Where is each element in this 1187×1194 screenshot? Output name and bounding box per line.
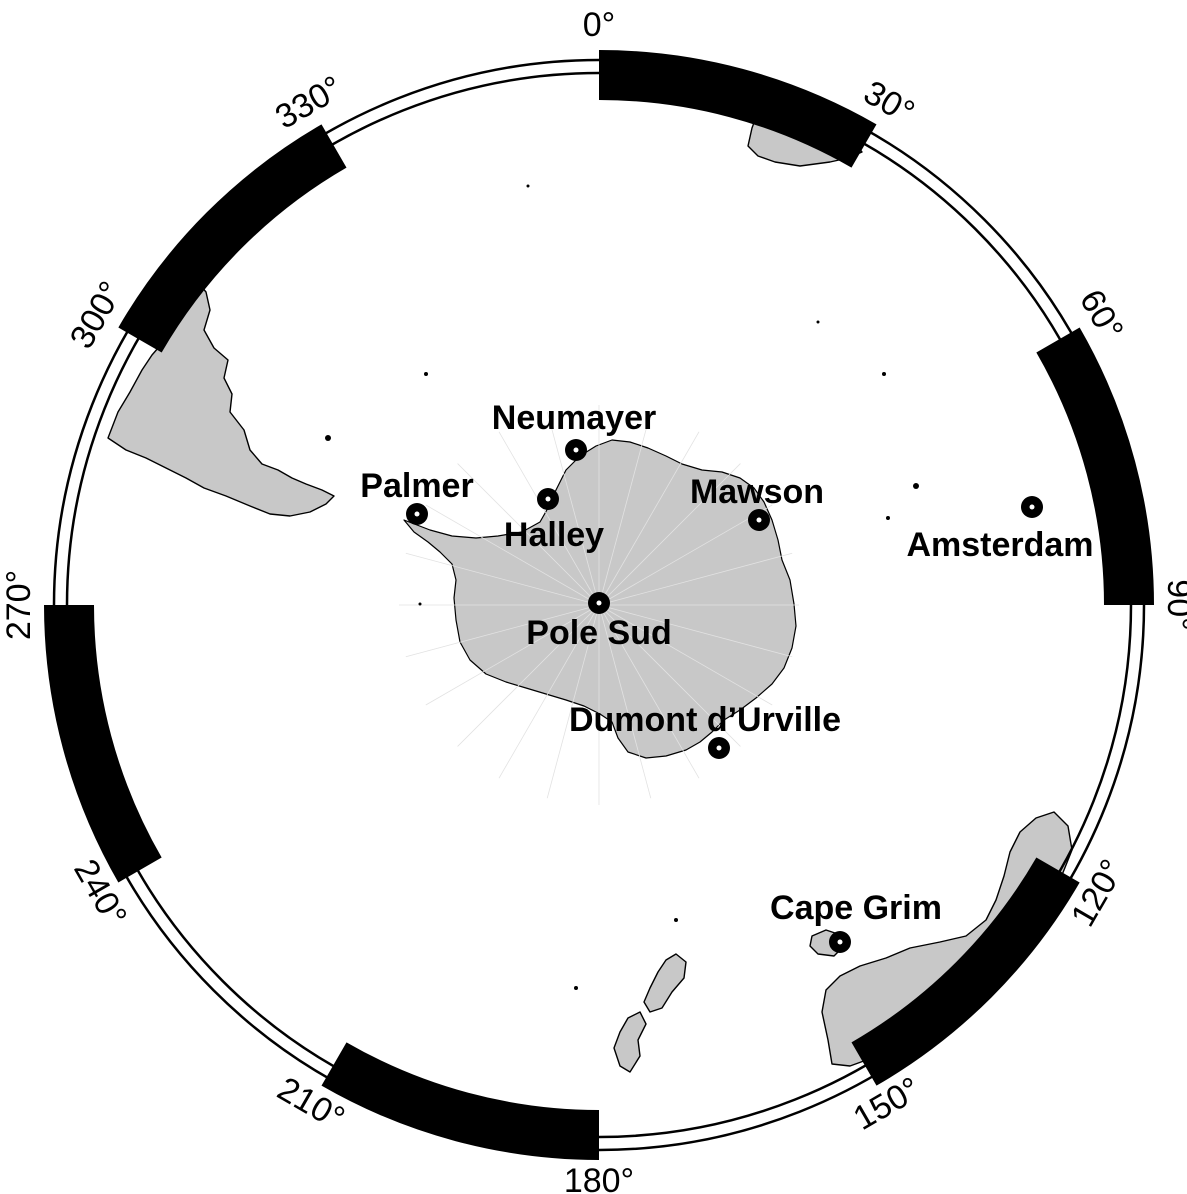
station-marker-center [545, 496, 551, 502]
meridian-line [498, 431, 600, 606]
frame-segment [321, 1042, 599, 1160]
station-palmer[interactable]: Palmer [360, 467, 474, 525]
meridian-line [598, 604, 741, 747]
station-marker-center [756, 517, 762, 523]
tick-label: 120° [1064, 853, 1132, 933]
meridian-line [498, 604, 600, 779]
tick-label: 270° [0, 570, 38, 640]
station-pole-sud[interactable]: Pole Sud [526, 592, 672, 652]
station-label: Amsterdam [906, 526, 1093, 564]
station-marker-center [596, 600, 602, 606]
station-label: Neumayer [492, 399, 656, 437]
meridian-line [598, 552, 793, 606]
station-cape-grim[interactable]: Cape Grim [770, 889, 942, 953]
tick-label: 0° [583, 6, 616, 44]
meridian-line [598, 431, 700, 606]
meridian-line [598, 604, 700, 779]
islet [574, 986, 578, 990]
station-mawson[interactable]: Mawson [690, 473, 824, 531]
meridian-line [425, 504, 600, 606]
islet [816, 320, 820, 324]
frame-segment [44, 605, 162, 883]
frame-segment [851, 857, 1080, 1086]
meridian-line [405, 604, 600, 658]
islet [913, 483, 919, 489]
islets [325, 184, 919, 990]
station-marker-center [837, 939, 843, 945]
meridian-line [598, 604, 652, 799]
meridian-line [457, 604, 600, 747]
station-marker-center [716, 745, 722, 751]
station-label: Cape Grim [770, 889, 942, 927]
tick-label: 90° [1160, 579, 1187, 630]
meridian-line [405, 552, 600, 606]
station-dumont-durville[interactable]: Dumont d’Urville [569, 701, 841, 759]
tick-label: 150° [847, 1070, 927, 1138]
station-marker-center [1029, 504, 1035, 510]
station-marker-center [573, 447, 579, 453]
islet [325, 435, 331, 441]
islet [674, 918, 678, 922]
meridian-line [425, 604, 600, 706]
islet [424, 372, 428, 376]
station-neumayer[interactable]: Neumayer [492, 399, 656, 461]
landmass-new-zealand-north [643, 953, 687, 1013]
meridian-line [457, 463, 600, 606]
meridian-line [598, 504, 773, 606]
meridian-line [598, 411, 652, 606]
graticule [399, 405, 799, 805]
islet [882, 372, 886, 376]
station-amsterdam[interactable]: Amsterdam [906, 496, 1094, 564]
station-label: Palmer [360, 467, 473, 505]
station-label: Halley [504, 516, 604, 554]
station-label: Pole Sud [526, 614, 671, 652]
meridian-line [598, 604, 773, 706]
station-halley[interactable]: Halley [504, 488, 604, 554]
frame-segment [1036, 327, 1154, 605]
meridian-line [598, 604, 793, 658]
frame-checker-segments [44, 50, 1154, 1160]
station-label: Dumont d’Urville [569, 701, 841, 739]
meridian-line [546, 604, 600, 799]
tick-label: 180° [564, 1162, 634, 1194]
frame-segment [118, 124, 347, 353]
map-frame: 0°30°60°90°120°150°180°210°240°270°300°3… [0, 6, 1187, 1194]
meridian-line [546, 411, 600, 606]
islet [886, 516, 890, 520]
land-layer [107, 107, 1073, 1073]
landmass-new-zealand-south [613, 1011, 647, 1073]
station-label: Mawson [690, 473, 824, 511]
meridian-line [598, 463, 741, 606]
frame-segment [599, 50, 877, 168]
station-marker-center [414, 511, 420, 517]
islet [526, 184, 530, 188]
islet [418, 602, 422, 606]
